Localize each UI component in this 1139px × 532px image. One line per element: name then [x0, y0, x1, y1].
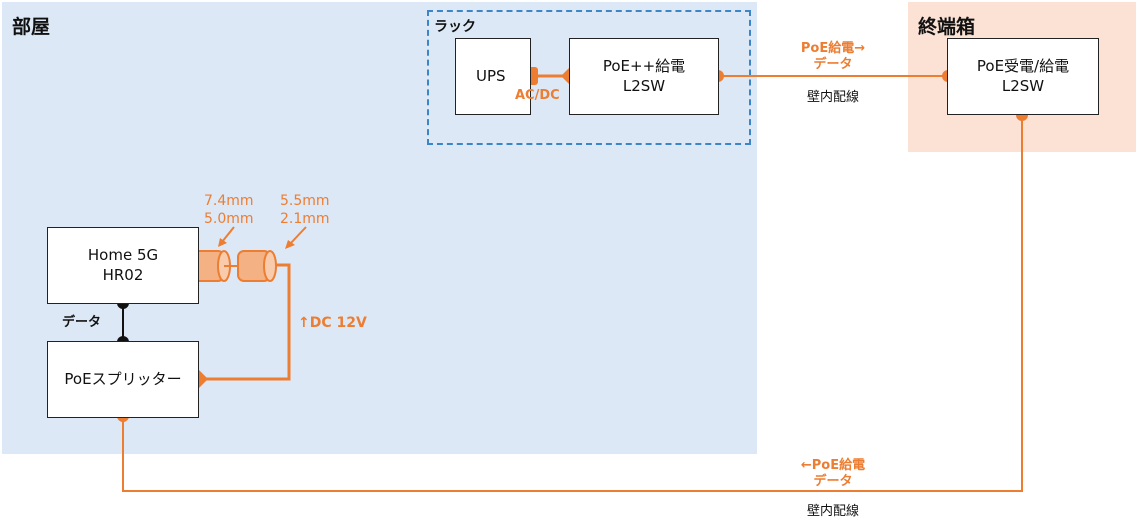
poe-switch-box: PoE++給電 L2SW [569, 38, 719, 115]
poe-data-top-label: PoE給電→ データ [800, 41, 866, 73]
ups-box: UPS [455, 38, 531, 115]
data-label: データ [62, 315, 102, 330]
home5g-box: Home 5G HR02 [47, 227, 199, 304]
dc-12v-label: ↑DC 12V [298, 315, 367, 331]
room-label: 部屋 [12, 16, 51, 38]
poe-splitter-box: PoEスプリッター [47, 341, 199, 418]
rack-label: ラック [434, 19, 476, 35]
terminal-box-label: 終端箱 [918, 16, 976, 38]
dc-plug-5-5mm-icon [237, 250, 277, 282]
poe-switch-label: PoE++給電 L2SW [602, 57, 686, 95]
poe-receiver-switch-label: PoE受電/給電 L2SW [976, 57, 1070, 95]
ac-dc-label: AC/DC [515, 88, 560, 103]
dc-12v-wire [199, 263, 291, 381]
plug-b-size-label: 5.5mm 2.1mm [280, 193, 330, 227]
home5g-label: Home 5G HR02 [87, 246, 159, 284]
poe-data-bottom-label: ←PoE給電 データ [800, 458, 866, 490]
dc-plug-7-4mm-icon [191, 250, 231, 282]
rack-zone [427, 10, 751, 145]
plug-a-size-label: 7.4mm 5.0mm [204, 193, 254, 227]
plug-a-arrow [221, 226, 235, 243]
plug-b-arrow [289, 226, 307, 245]
ups-label: UPS [476, 66, 506, 85]
poe-receiver-switch-box: PoE受電/給電 L2SW [947, 38, 1099, 115]
wall-wiring-bottom-label: 壁内配線 [806, 504, 859, 519]
wall-wiring-top-label: 壁内配線 [806, 90, 859, 105]
poe-wall-wire-bottom [122, 115, 1023, 492]
poe-splitter-label: PoEスプリッター [64, 369, 182, 388]
